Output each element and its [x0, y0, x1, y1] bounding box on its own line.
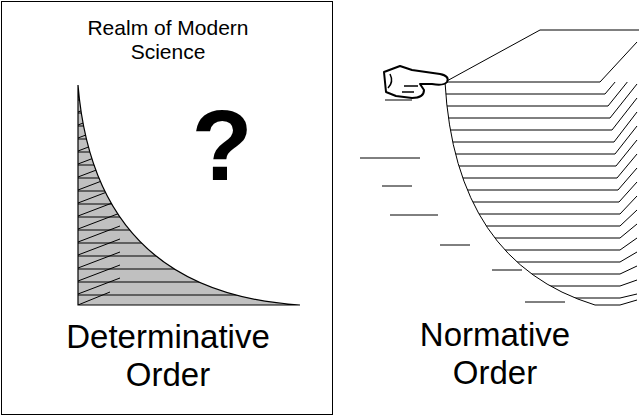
normative-stack — [360, 30, 639, 305]
question-mark: ? — [172, 88, 272, 203]
realm-box: Realm of Modern Science? Determinative Or… — [1, 1, 333, 415]
order-title: Normative Order — [380, 316, 610, 392]
realm-title: Realm of Modern Science — [68, 16, 268, 64]
science-curve — [78, 85, 300, 305]
order-title: Determinative Order — [38, 318, 298, 394]
pointing-hand — [384, 66, 448, 98]
